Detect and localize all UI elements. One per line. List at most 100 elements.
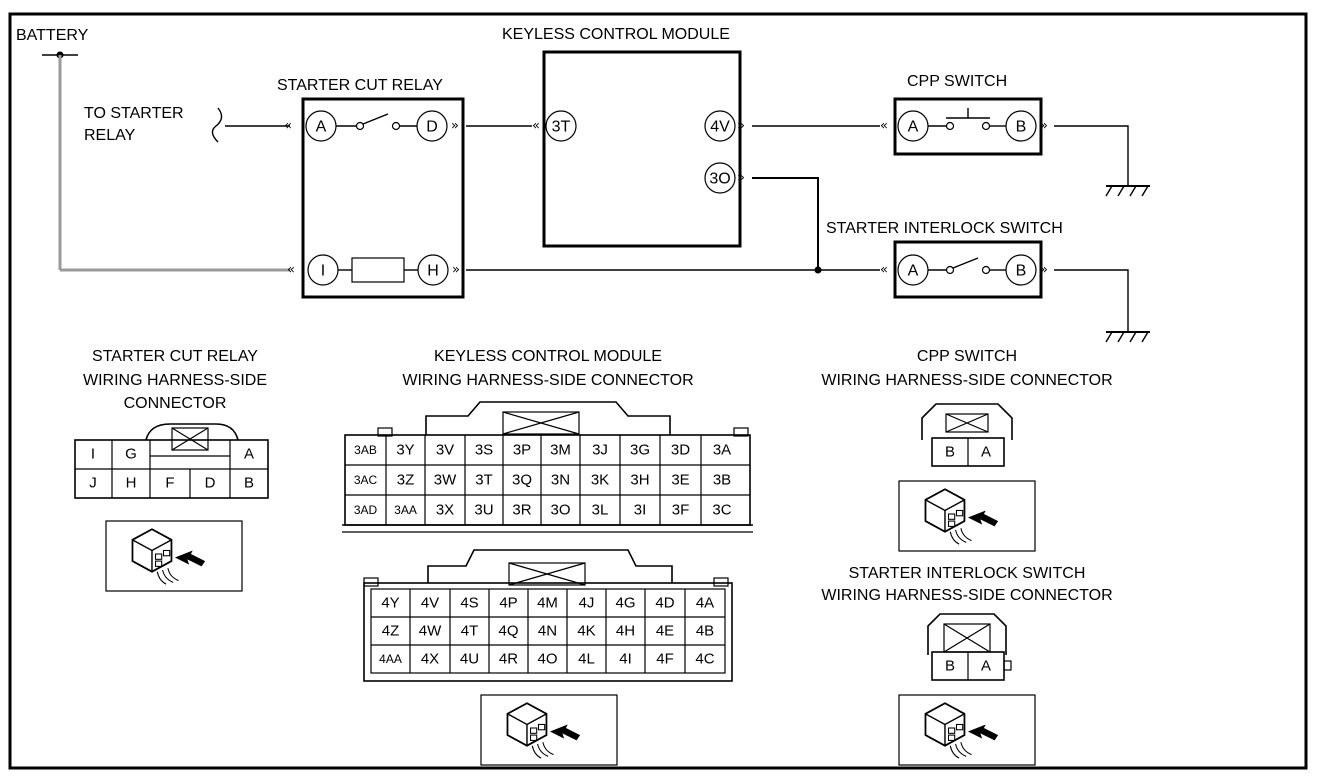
relay-coil bbox=[351, 257, 405, 283]
kcm-connector-cell: 3Z bbox=[397, 472, 415, 489]
kcm-connector-cell: 3J bbox=[592, 442, 608, 459]
relay-pin-d-label: D bbox=[426, 119, 438, 136]
kcm-lower-connector-face bbox=[363, 549, 733, 682]
kcm-connector-cell: 4M bbox=[537, 595, 558, 612]
connector-mark-icon: » bbox=[737, 119, 745, 134]
kcm-pin-3t-label: 3T bbox=[552, 119, 571, 136]
connector-mark-icon: » bbox=[1040, 263, 1048, 278]
relay-connector-view-box bbox=[105, 520, 243, 592]
kcm-connector-cell: 4B bbox=[696, 623, 714, 640]
kcm-connector-view-box bbox=[480, 694, 618, 766]
relay-connector-cell: F bbox=[165, 475, 174, 492]
kcm-connector-cell: 3X bbox=[436, 502, 454, 519]
sis-pin-b bbox=[1005, 254, 1037, 286]
kcm-connector-cell: 3E bbox=[671, 472, 689, 489]
kcm-connector-cell: 3AA bbox=[394, 503, 417, 517]
cpp-pin-a-label: A bbox=[908, 119, 919, 136]
kcm-connector-title-2: WIRING HARNESS-SIDE CONNECTOR bbox=[402, 372, 693, 389]
kcm-connector-cell: 4O bbox=[537, 651, 557, 668]
kcm-connector-cell: 4Z bbox=[382, 623, 400, 640]
kcm-connector-cell: 3S bbox=[475, 442, 493, 459]
kcm-connector-cell: 3K bbox=[591, 472, 609, 489]
wire-break-icon bbox=[211, 107, 223, 143]
relay-pin-h bbox=[417, 254, 449, 286]
diagram-frame bbox=[8, 12, 1308, 770]
connector-mark-icon: » bbox=[452, 263, 460, 278]
kcm-connector-cell: 3R bbox=[512, 502, 531, 519]
kcm-connector-cell: 3C bbox=[712, 502, 731, 519]
kcm-connector-title-1: KEYLESS CONTROL MODULE bbox=[434, 348, 662, 365]
relay-connector-cell: B bbox=[244, 475, 254, 492]
kcm-connector-cell: 4S bbox=[460, 595, 478, 612]
starter-interlock-switch-box bbox=[893, 240, 1043, 299]
relay-pin-i-label: I bbox=[321, 263, 325, 280]
kcm-connector-cell: 3AC bbox=[354, 473, 378, 487]
cpp-connector-title-2: WIRING HARNESS-SIDE CONNECTOR bbox=[821, 372, 1112, 389]
kcm-connector-cell: 4X bbox=[421, 651, 439, 668]
ground-icon bbox=[1105, 331, 1150, 343]
kcm-connector-cell: 4Y bbox=[381, 595, 399, 612]
kcm-connector-cell: 4A bbox=[696, 595, 714, 612]
kcm-connector-cell: 3G bbox=[630, 442, 650, 459]
kcm-connector-cell: 4F bbox=[656, 651, 674, 668]
kcm-connector-cell: 3Q bbox=[512, 472, 532, 489]
kcm-connector-cell: 3Y bbox=[396, 442, 414, 459]
cpp-switch-label: CPP SWITCH bbox=[907, 73, 1007, 90]
relay-connector-title-3: CONNECTOR bbox=[124, 395, 227, 412]
relay-contact-switch bbox=[336, 113, 417, 131]
connector-mark-icon: » bbox=[1040, 119, 1048, 134]
plug-view-icon bbox=[506, 702, 582, 760]
kcm-connector-cell: 3P bbox=[513, 442, 531, 459]
to-starter-relay-label-2: RELAY bbox=[84, 127, 136, 144]
plug-view-icon bbox=[924, 702, 1000, 760]
kcm-connector-cell: 3AB bbox=[354, 443, 377, 457]
kcm-connector-cell: 4U bbox=[460, 651, 479, 668]
kcm-connector-cell: 4P bbox=[499, 595, 517, 612]
kcm-connector-cell: 3V bbox=[436, 442, 454, 459]
to-starter-relay-label-1: TO STARTER bbox=[84, 105, 184, 122]
relay-connector-cell: H bbox=[126, 475, 137, 492]
connector-mark-icon: « bbox=[880, 263, 888, 278]
sis-connector-cell: B bbox=[945, 658, 955, 675]
relay-connector-cell: A bbox=[244, 446, 254, 463]
cpp-connector-cell: B bbox=[945, 444, 955, 461]
cpp-connector-face bbox=[921, 403, 1013, 467]
relay-connector-title-1: STARTER CUT RELAY bbox=[92, 348, 258, 365]
plug-view-icon bbox=[924, 488, 1000, 546]
kcm-connector-cell: 3F bbox=[672, 502, 690, 519]
sis-pin-a-label: A bbox=[908, 263, 919, 280]
sis-connector-face bbox=[927, 613, 1012, 681]
starter-interlock-switch-label: STARTER INTERLOCK SWITCH bbox=[826, 220, 1063, 237]
relay-connector-cell: G bbox=[125, 446, 137, 463]
starter-cut-relay-box bbox=[301, 97, 465, 299]
kcm-pin-3t bbox=[545, 110, 577, 142]
kcm-connector-cell: 3H bbox=[630, 472, 649, 489]
kcm-connector-cell: 4E bbox=[656, 623, 674, 640]
kcm-connector-cell: 3L bbox=[592, 502, 609, 519]
connector-mark-icon: » bbox=[737, 171, 745, 186]
kcm-connector-cell: 3D bbox=[671, 442, 690, 459]
kcm-connector-cell: 3T bbox=[475, 472, 493, 489]
relay-pin-a-label: A bbox=[316, 119, 327, 136]
kcm-connector-cell: 3W bbox=[434, 472, 457, 489]
sis-connector-title-2: WIRING HARNESS-SIDE CONNECTOR bbox=[821, 587, 1112, 604]
kcm-connector-cell: 4Q bbox=[498, 623, 518, 640]
cpp-contact-switch bbox=[928, 108, 1006, 131]
cpp-connector-cell: A bbox=[981, 444, 991, 461]
kcm-connector-cell: 3B bbox=[713, 472, 731, 489]
kcm-connector-cell: 3M bbox=[550, 442, 571, 459]
kcm-connector-cell: 4D bbox=[655, 595, 674, 612]
battery-label: BATTERY bbox=[16, 27, 89, 44]
kcm-connector-cell: 3U bbox=[474, 502, 493, 519]
kcm-connector-cell: 4W bbox=[419, 623, 442, 640]
cpp-switch-box bbox=[893, 97, 1043, 156]
cpp-connector-view-box bbox=[898, 480, 1036, 552]
relay-connector-cell: I bbox=[91, 446, 95, 463]
kcm-pin-4v bbox=[704, 110, 736, 142]
connector-mark-icon: » bbox=[451, 119, 459, 134]
kcm-connector-cell: 4N bbox=[538, 623, 557, 640]
kcm-connector-cell: 4I bbox=[619, 651, 632, 668]
kcm-connector-cell: 4C bbox=[695, 651, 714, 668]
sis-connector-cell: A bbox=[981, 658, 991, 675]
